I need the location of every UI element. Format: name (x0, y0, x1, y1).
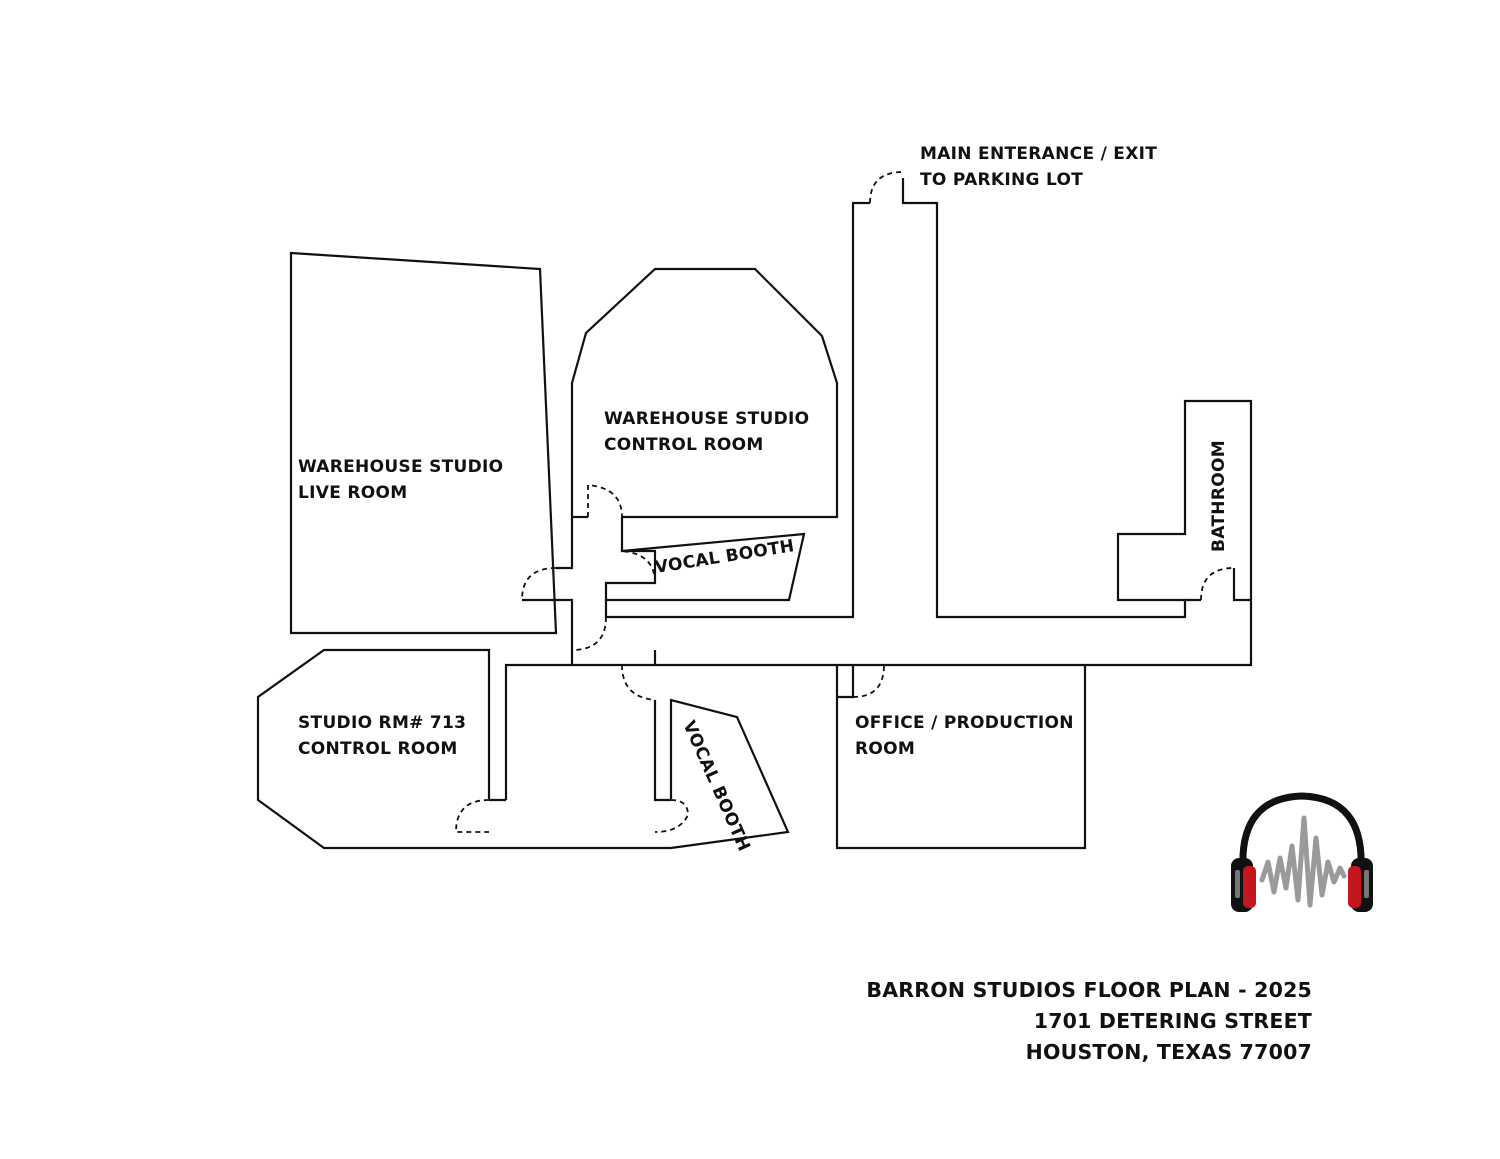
bathroom-label: BATHROOM (1209, 440, 1229, 552)
right-earcup (1348, 858, 1373, 912)
rm713-walls (256, 648, 491, 850)
door-main-entrance (869, 171, 904, 204)
door-control-room (587, 484, 623, 518)
rm713-label-2: CONTROL ROOM (298, 739, 458, 759)
door-rm713-live (621, 664, 656, 701)
title-line-2: 1701 DETERING STREET (1034, 1009, 1312, 1033)
vocal-booth-lower-label: VOCAL BOOTH (678, 718, 753, 855)
warehouse-control-label-2: CONTROL ROOM (604, 435, 764, 455)
door-rm713-control (455, 799, 490, 833)
left-earcup (1231, 858, 1256, 912)
rm713-control-room: STUDIO RM# 713 CONTROL ROOM (256, 648, 491, 850)
bathroom-walls (1116, 399, 1253, 602)
vocal-booth-upper: VOCAL BOOTH (604, 517, 806, 602)
control-room-walls (570, 267, 839, 519)
vocal-booth-upper-walls (604, 517, 806, 602)
bathroom: BATHROOM (1116, 399, 1253, 602)
entrance-label-2: TO PARKING LOT (920, 170, 1083, 190)
headphone-band (1239, 792, 1365, 872)
hall-wall-e (653, 568, 1253, 667)
hall-wall-a (556, 517, 574, 570)
rm713-live-room (489, 663, 671, 850)
live-room-walls (289, 251, 558, 635)
vocal-booth-lower: VOCAL BOOTH (655, 698, 790, 855)
office-label-2: ROOM (855, 739, 915, 759)
rm713-live-right (653, 700, 671, 802)
vocal-booth-lower-walls (655, 698, 790, 850)
waveform (1259, 815, 1347, 908)
rm713-live-walls (504, 663, 572, 800)
door-hall-lower (571, 616, 607, 651)
door-bathroom (1200, 567, 1235, 601)
live-room: WAREHOUSE STUDIO LIVE ROOM (289, 251, 558, 635)
headphones-waveform-logo (1231, 792, 1373, 912)
hall-wall-d (901, 178, 1201, 619)
warehouse-control-room: WAREHOUSE STUDIO CONTROL ROOM (570, 267, 839, 519)
title-block: BARRON STUDIOS FLOOR PLAN - 2025 1701 DE… (866, 978, 1312, 1064)
door-live-room (521, 567, 557, 601)
title-line-1: BARRON STUDIOS FLOOR PLAN - 2025 (866, 978, 1312, 1002)
door-vocal-upper (621, 550, 656, 584)
live-room-label-1: WAREHOUSE STUDIO (298, 457, 503, 477)
rm713-label-1: STUDIO RM# 713 (298, 713, 466, 733)
office-walls (835, 665, 1087, 850)
doors (455, 171, 1235, 833)
title-line-3: HOUSTON, TEXAS 77007 (1026, 1040, 1312, 1064)
door-office (852, 664, 885, 698)
office-room: OFFICE / PRODUCTION ROOM (835, 665, 1087, 850)
door-vocal-lower (654, 799, 689, 833)
office-label-1: OFFICE / PRODUCTION (855, 713, 1074, 733)
hall-wall-c (604, 201, 870, 619)
warehouse-control-label-1: WAREHOUSE STUDIO (604, 409, 809, 429)
live-room-label-2: LIVE ROOM (298, 483, 407, 503)
entrance-label-1: MAIN ENTERANCE / EXIT (920, 144, 1157, 164)
hall-wall-b (522, 598, 655, 667)
